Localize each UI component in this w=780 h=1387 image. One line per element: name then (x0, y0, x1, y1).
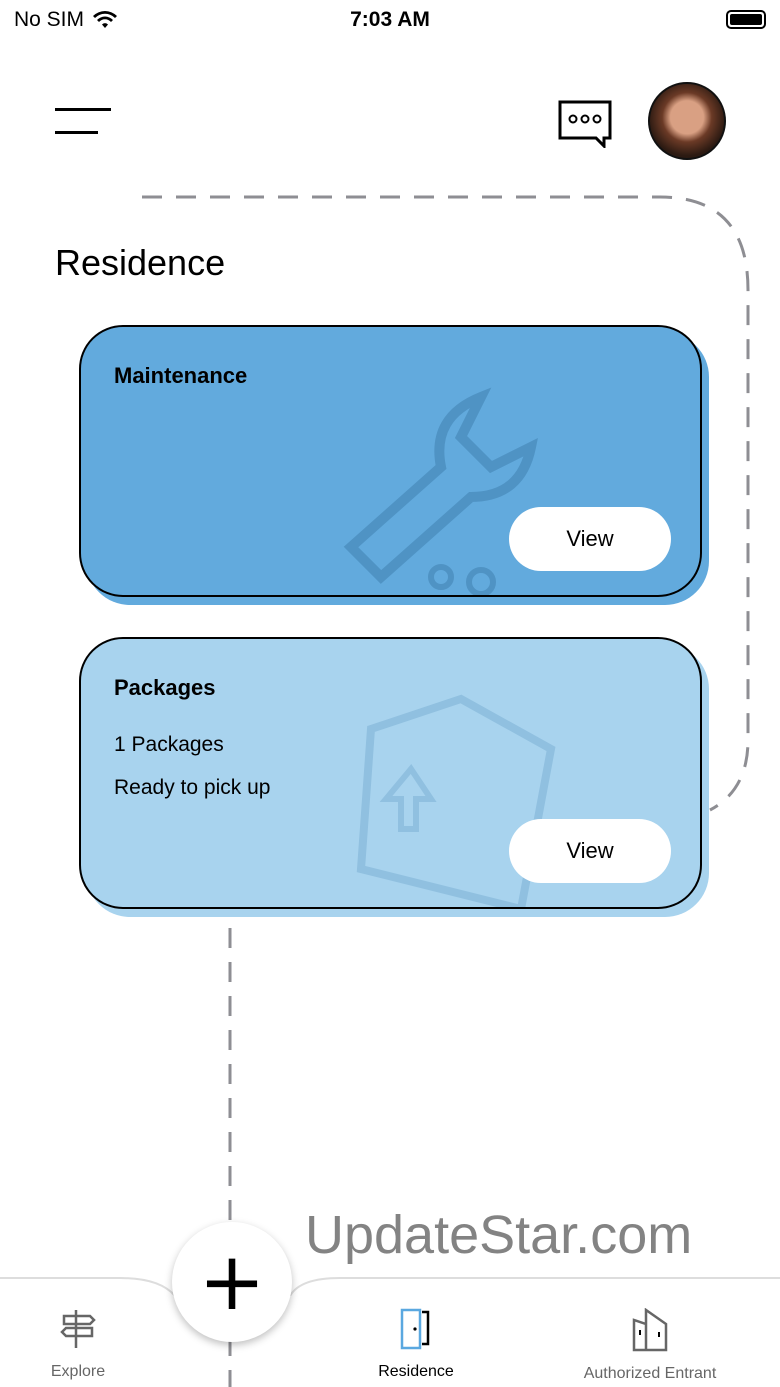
status-bar: No SIM 7:03 AM (0, 0, 780, 40)
carrier: No SIM (14, 8, 85, 31)
signpost-icon (60, 1310, 96, 1348)
card-title: Packages (114, 675, 216, 700)
view-button[interactable]: View (509, 819, 671, 883)
package-count: 1 Packages (114, 733, 224, 756)
tab-authorized-entrant[interactable]: Authorized Entrant (570, 1307, 730, 1383)
clock: 7:03 AM (350, 8, 430, 31)
wrench-icon (343, 387, 538, 595)
avatar[interactable] (648, 82, 726, 160)
chat-icon[interactable] (558, 100, 612, 148)
page-title: Residence (55, 242, 226, 283)
view-button[interactable]: View (509, 507, 671, 571)
battery-icon (726, 10, 766, 29)
package-status: Ready to pick up (114, 776, 271, 799)
tab-residence[interactable]: Residence (368, 1308, 464, 1381)
building-icon (632, 1307, 668, 1352)
add-button[interactable]: + (172, 1222, 292, 1342)
tab-bar: Explore Residence Authorized Entrant (0, 1276, 780, 1387)
tab-explore[interactable]: Explore (30, 1308, 126, 1381)
packages-card[interactable]: Packages 1 Packages Ready to pick up Vie… (79, 637, 709, 917)
maintenance-card[interactable]: Maintenance View (79, 325, 709, 605)
wifi-icon (93, 11, 118, 28)
menu-button[interactable] (55, 108, 111, 136)
card-title: Maintenance (114, 363, 248, 388)
door-icon (400, 1308, 430, 1350)
